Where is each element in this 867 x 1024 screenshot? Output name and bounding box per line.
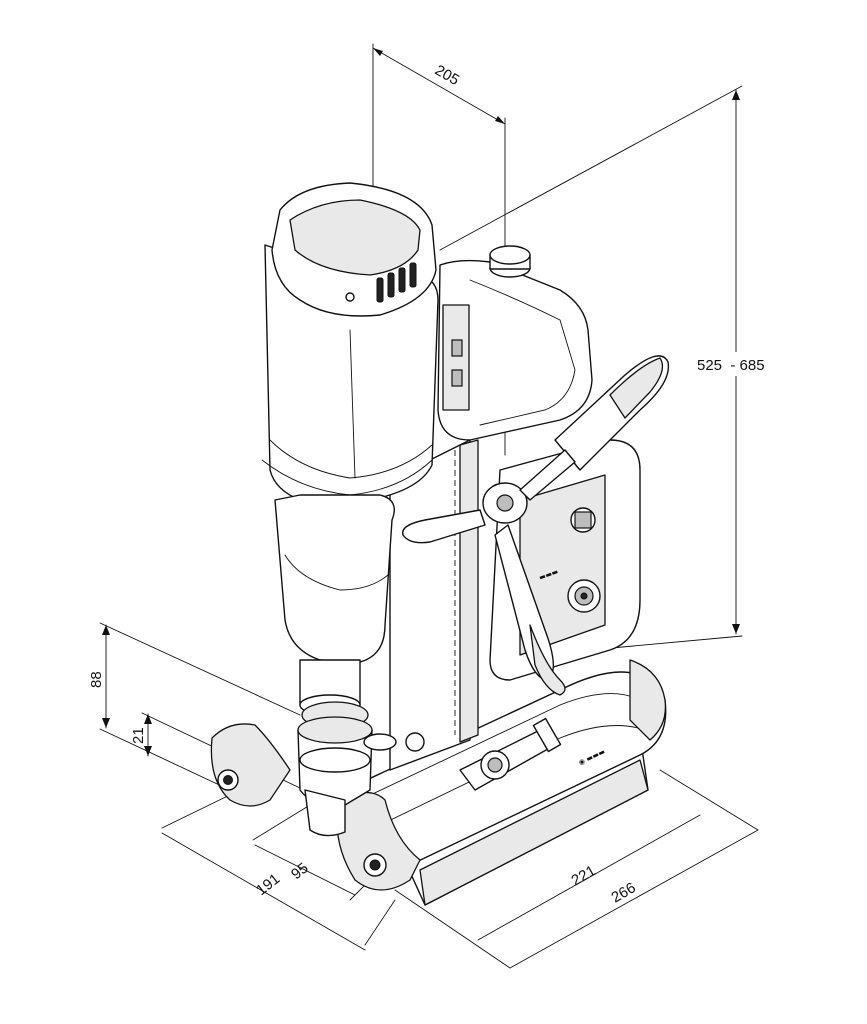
dim-label-spindle-offset: 95 — [288, 859, 312, 883]
dim-label-small-height: 21 — [130, 727, 147, 744]
height-label-bg — [692, 352, 776, 376]
dim-label-base-width-outer: 266 — [609, 879, 639, 906]
feed-handles — [401, 355, 670, 696]
dim-label-column-height: 88 — [88, 671, 105, 688]
drill-motor — [261, 182, 439, 837]
dim-label-base-width-inner: 221 — [569, 862, 599, 889]
dim-label-base-depth: 191 — [253, 870, 283, 899]
magnet-base: ◉ ▬▬▬ — [210, 659, 667, 906]
dim-label-height: 525 - 685 — [697, 357, 765, 374]
